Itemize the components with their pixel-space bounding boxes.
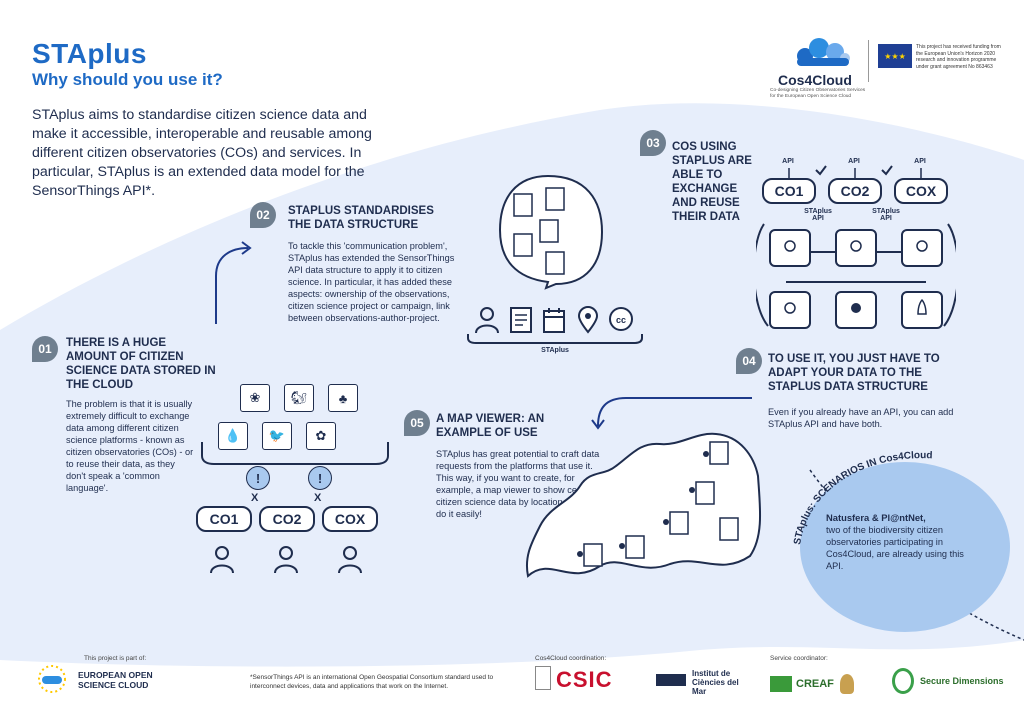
calendar-icon [543, 308, 565, 333]
eu-funding-text: This project has received funding from t… [916, 44, 1001, 70]
cross-mark-2: X [314, 492, 322, 504]
sensorthings-footnote: *SensorThings API is an international Op… [250, 674, 494, 690]
severo-ochoa-icon [840, 674, 854, 694]
exchange-network [756, 165, 956, 329]
project-document-icon [510, 307, 532, 333]
staplus-label: STAplus [541, 347, 569, 354]
section-2-number: 02 [250, 202, 276, 228]
page-title: STAplus [32, 38, 147, 69]
co2-api-box: CO2 [828, 178, 882, 204]
svg-text:cc: cc [616, 315, 626, 325]
location-pin-icon [577, 306, 599, 334]
brand-name: Cos4Cloud [778, 72, 852, 88]
creaf-logo: CREAF [796, 678, 834, 690]
brand-tagline: Co-designing Citizen Observatories Servi… [770, 88, 866, 99]
secure-dimensions-logo: Secure Dimensions [920, 676, 1004, 686]
data-tile-plant-icon: ❀ [240, 384, 270, 412]
icm-mark-icon [656, 674, 686, 686]
cox-box: COX [322, 506, 378, 532]
observer-icon [475, 307, 499, 334]
arrow-4-to-5-icon [591, 397, 752, 430]
section-5-number: 05 [404, 410, 430, 436]
csic-logo: CSIC [556, 667, 613, 692]
section-2-heading: STAplus STANDARDISES THE DATA STRUCTURE [288, 205, 434, 231]
arrow-1-to-2-icon [215, 241, 252, 324]
brand-divider [868, 40, 869, 82]
section-1-heading: THERE IS A HUGE AMOUNT OF CITIZEN SCIENC… [66, 337, 216, 391]
data-structure-bubble [498, 174, 604, 290]
intro-text: STAplus aims to standardise citizen scie… [32, 107, 372, 199]
eu-flag-icon: ★★★ [878, 44, 912, 68]
cox-api-box: COX [894, 178, 948, 204]
creaf-mark-icon [770, 676, 792, 692]
section-5-heading: A MAP VIEWER: AN EXAMPLE OF USE [436, 413, 545, 439]
api-label-3: API [914, 158, 926, 165]
eosc-name: EUROPEAN OPEN SCIENCE CLOUD [78, 670, 153, 690]
data-tile-drop-icon: 💧 [218, 422, 248, 450]
scenarios-body: two of the biodiversity citizen observat… [826, 525, 964, 571]
api-label-2: API [848, 158, 860, 165]
data-tile-bird-icon: 🐦 [262, 422, 292, 450]
tiles-bracket [201, 442, 389, 465]
cos4cloud-logo-icon [797, 38, 850, 66]
section-2-body: To tackle this 'communication problem', … [288, 241, 455, 323]
scenarios-bold: Natusfera & Pl@ntNet, [826, 512, 926, 523]
data-tile-squirrel-icon: 🐿 [284, 384, 314, 412]
staplus-api-label-2: STAplus API [872, 208, 900, 222]
staplus-bracket [467, 334, 643, 344]
co1-api-box: CO1 [762, 178, 816, 204]
cross-mark-1: X [251, 492, 259, 504]
person-icon-1 [210, 546, 234, 574]
section-1-body: The problem is that it is usually extrem… [66, 399, 194, 493]
creative-commons-icon: cc [609, 307, 633, 331]
scenarios-circle [800, 462, 1010, 632]
api-label-1: API [782, 158, 794, 165]
co2-box: CO2 [259, 506, 315, 532]
section-1-number: 01 [32, 336, 58, 362]
section-3-heading: COs USING STAplus ARE ABLE TO EXCHANGE A… [672, 141, 752, 223]
co1-box: CO1 [196, 506, 252, 532]
scenarios-arc-title: STAplus: SCENARIOS IN Cos4Cloud [792, 450, 933, 545]
person-icon-2 [274, 546, 298, 574]
page-subtitle: Why should you use it? [32, 70, 223, 89]
section-4-heading: TO USE IT, YOU JUST HAVE TO ADAPT YOUR D… [768, 353, 940, 393]
data-tile-tree-icon: ♣ [328, 384, 358, 412]
section-5-body: STAplus has great potential to craft dat… [436, 449, 600, 519]
coordination-label: Cos4Cloud coordination: [535, 655, 607, 662]
secure-dimensions-icon [892, 668, 914, 694]
section-4-body: Even if you already have an API, you can… [768, 407, 954, 429]
csic-crest-icon [535, 666, 551, 690]
person-icon-3 [338, 546, 362, 574]
staplus-api-label-1: STAplus API [804, 208, 832, 222]
warning-icon-2: ! [308, 466, 332, 490]
data-tile-flower-icon: ✿ [306, 422, 336, 450]
eosc-logo-icon [38, 665, 66, 693]
warning-icon-1: ! [246, 466, 270, 490]
icm-logo: Institut de Ciències del Mar [692, 669, 739, 696]
section-4-number: 04 [736, 348, 762, 374]
part-of-label: This project is part of: [84, 655, 147, 662]
europe-map [526, 432, 762, 578]
section-3-number: 03 [640, 130, 666, 156]
service-coordinator-label: Service coordinator: [770, 655, 828, 662]
